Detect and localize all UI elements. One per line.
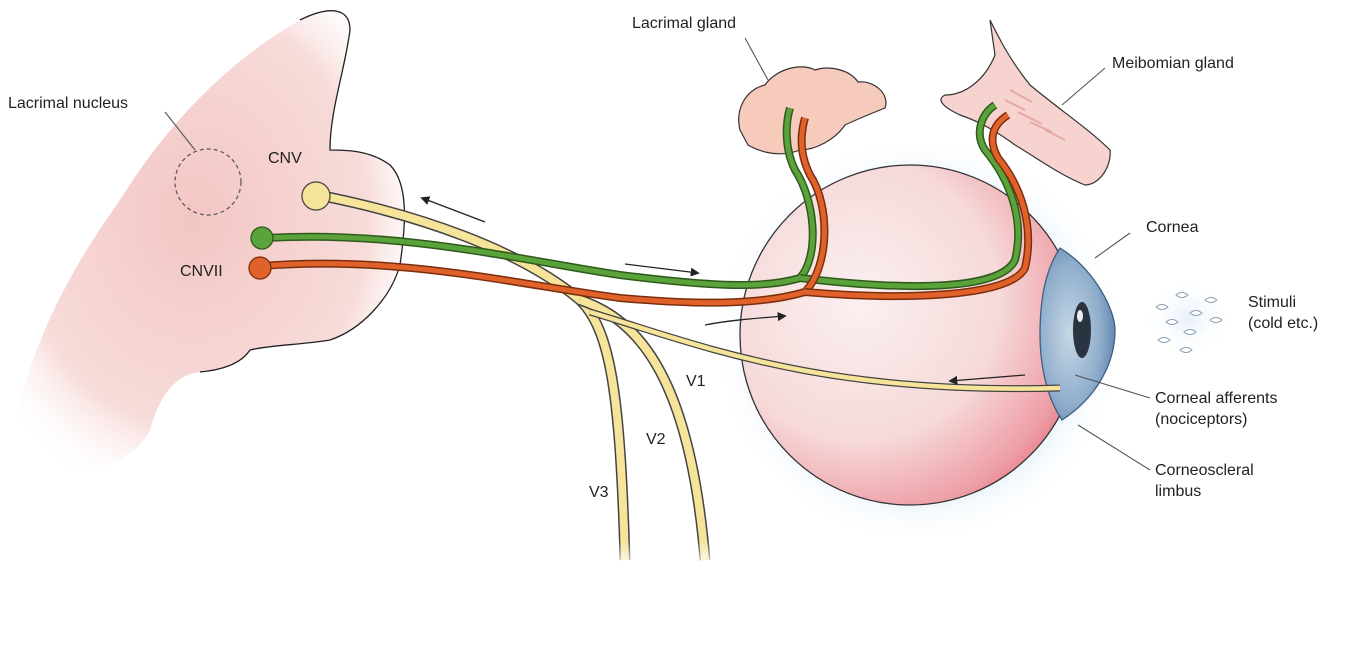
cnv-label: CNV <box>268 149 302 169</box>
stimuli-label-line2: (cold etc.) <box>1248 313 1318 334</box>
efferent-arrow <box>625 264 698 273</box>
cornea-label: Cornea <box>1146 218 1198 238</box>
lacrimal-gland-label: Lacrimal gland <box>632 14 736 34</box>
cnvii-label: CNVII <box>180 262 223 282</box>
corneoscleral-line1: Corneoscleral <box>1155 460 1254 481</box>
afferent-arrow-upper <box>422 198 485 222</box>
corneal-afferents-line2: (nociceptors) <box>1155 409 1277 430</box>
meibomian-gland-label: Meibomian gland <box>1112 54 1234 74</box>
stimuli-droplets <box>1143 278 1233 358</box>
corneal-afferents-label: Corneal afferents (nociceptors) <box>1155 388 1277 430</box>
corneal-afferents-line1: Corneal afferents <box>1155 388 1277 409</box>
v2-label: V2 <box>646 430 666 450</box>
lacrimal-gland <box>739 67 886 154</box>
v3-label: V3 <box>589 483 609 503</box>
stimuli-label: Stimuli (cold etc.) <box>1248 292 1318 334</box>
lacrimal-nucleus-label: Lacrimal nucleus <box>8 94 128 114</box>
v1-label: V1 <box>686 372 706 392</box>
corneoscleral-line2: limbus <box>1155 481 1254 502</box>
corneoscleral-limbus-label: Corneoscleral limbus <box>1155 460 1254 502</box>
stimuli-label-line1: Stimuli <box>1248 292 1318 313</box>
